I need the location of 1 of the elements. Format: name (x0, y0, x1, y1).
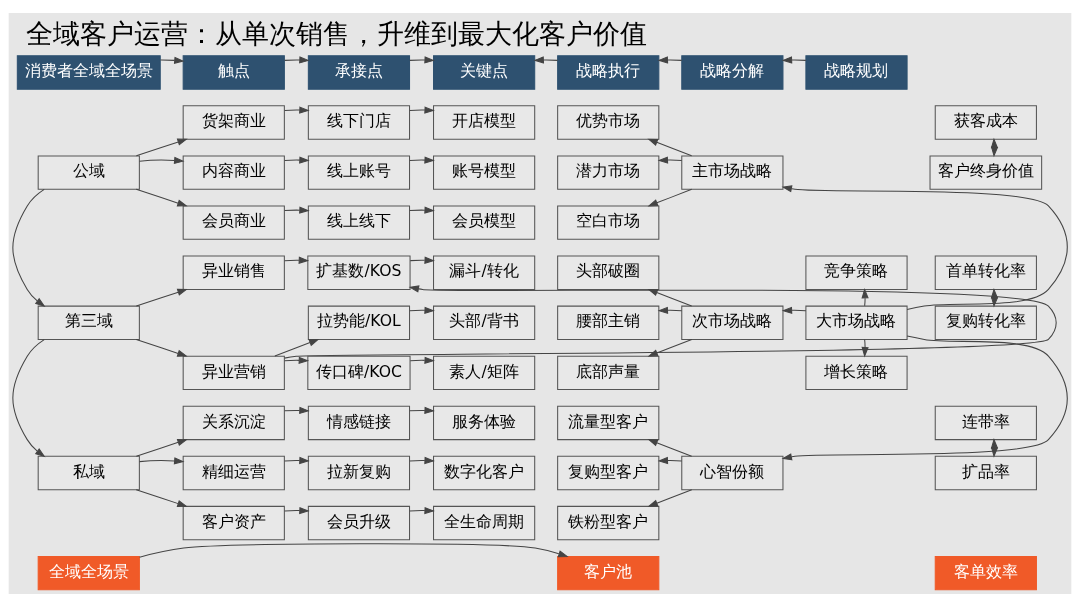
diagram-title: 全域客户运营：从单次销售，升维到最大化客户价值 (25, 18, 647, 50)
